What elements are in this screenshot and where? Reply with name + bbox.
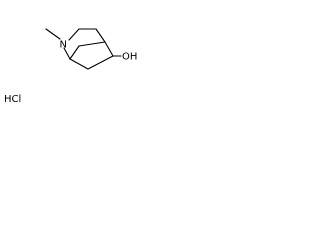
bond-inner-bridge: [69, 45, 80, 60]
bond-ring-right: [104, 41, 114, 57]
bond-bridge-to-ring: [95, 28, 106, 43]
structure-canvas: N OH HCl: [4, 28, 137, 105]
bond-n-bridgehead: [63, 47, 71, 60]
bond-skeleton: [45, 28, 122, 70]
atom-hydroxyl: OH: [122, 52, 137, 63]
counterion-label: HCl: [4, 94, 21, 105]
bond-inner-bridge-2: [78, 41, 106, 47]
bond-n-bridge-top: [68, 28, 80, 41]
bond-methyl-n: [45, 28, 61, 40]
bond-ring-lower-right: [87, 55, 114, 70]
bond-ring-lower-left: [69, 58, 89, 70]
atom-nitrogen: N: [60, 40, 67, 51]
